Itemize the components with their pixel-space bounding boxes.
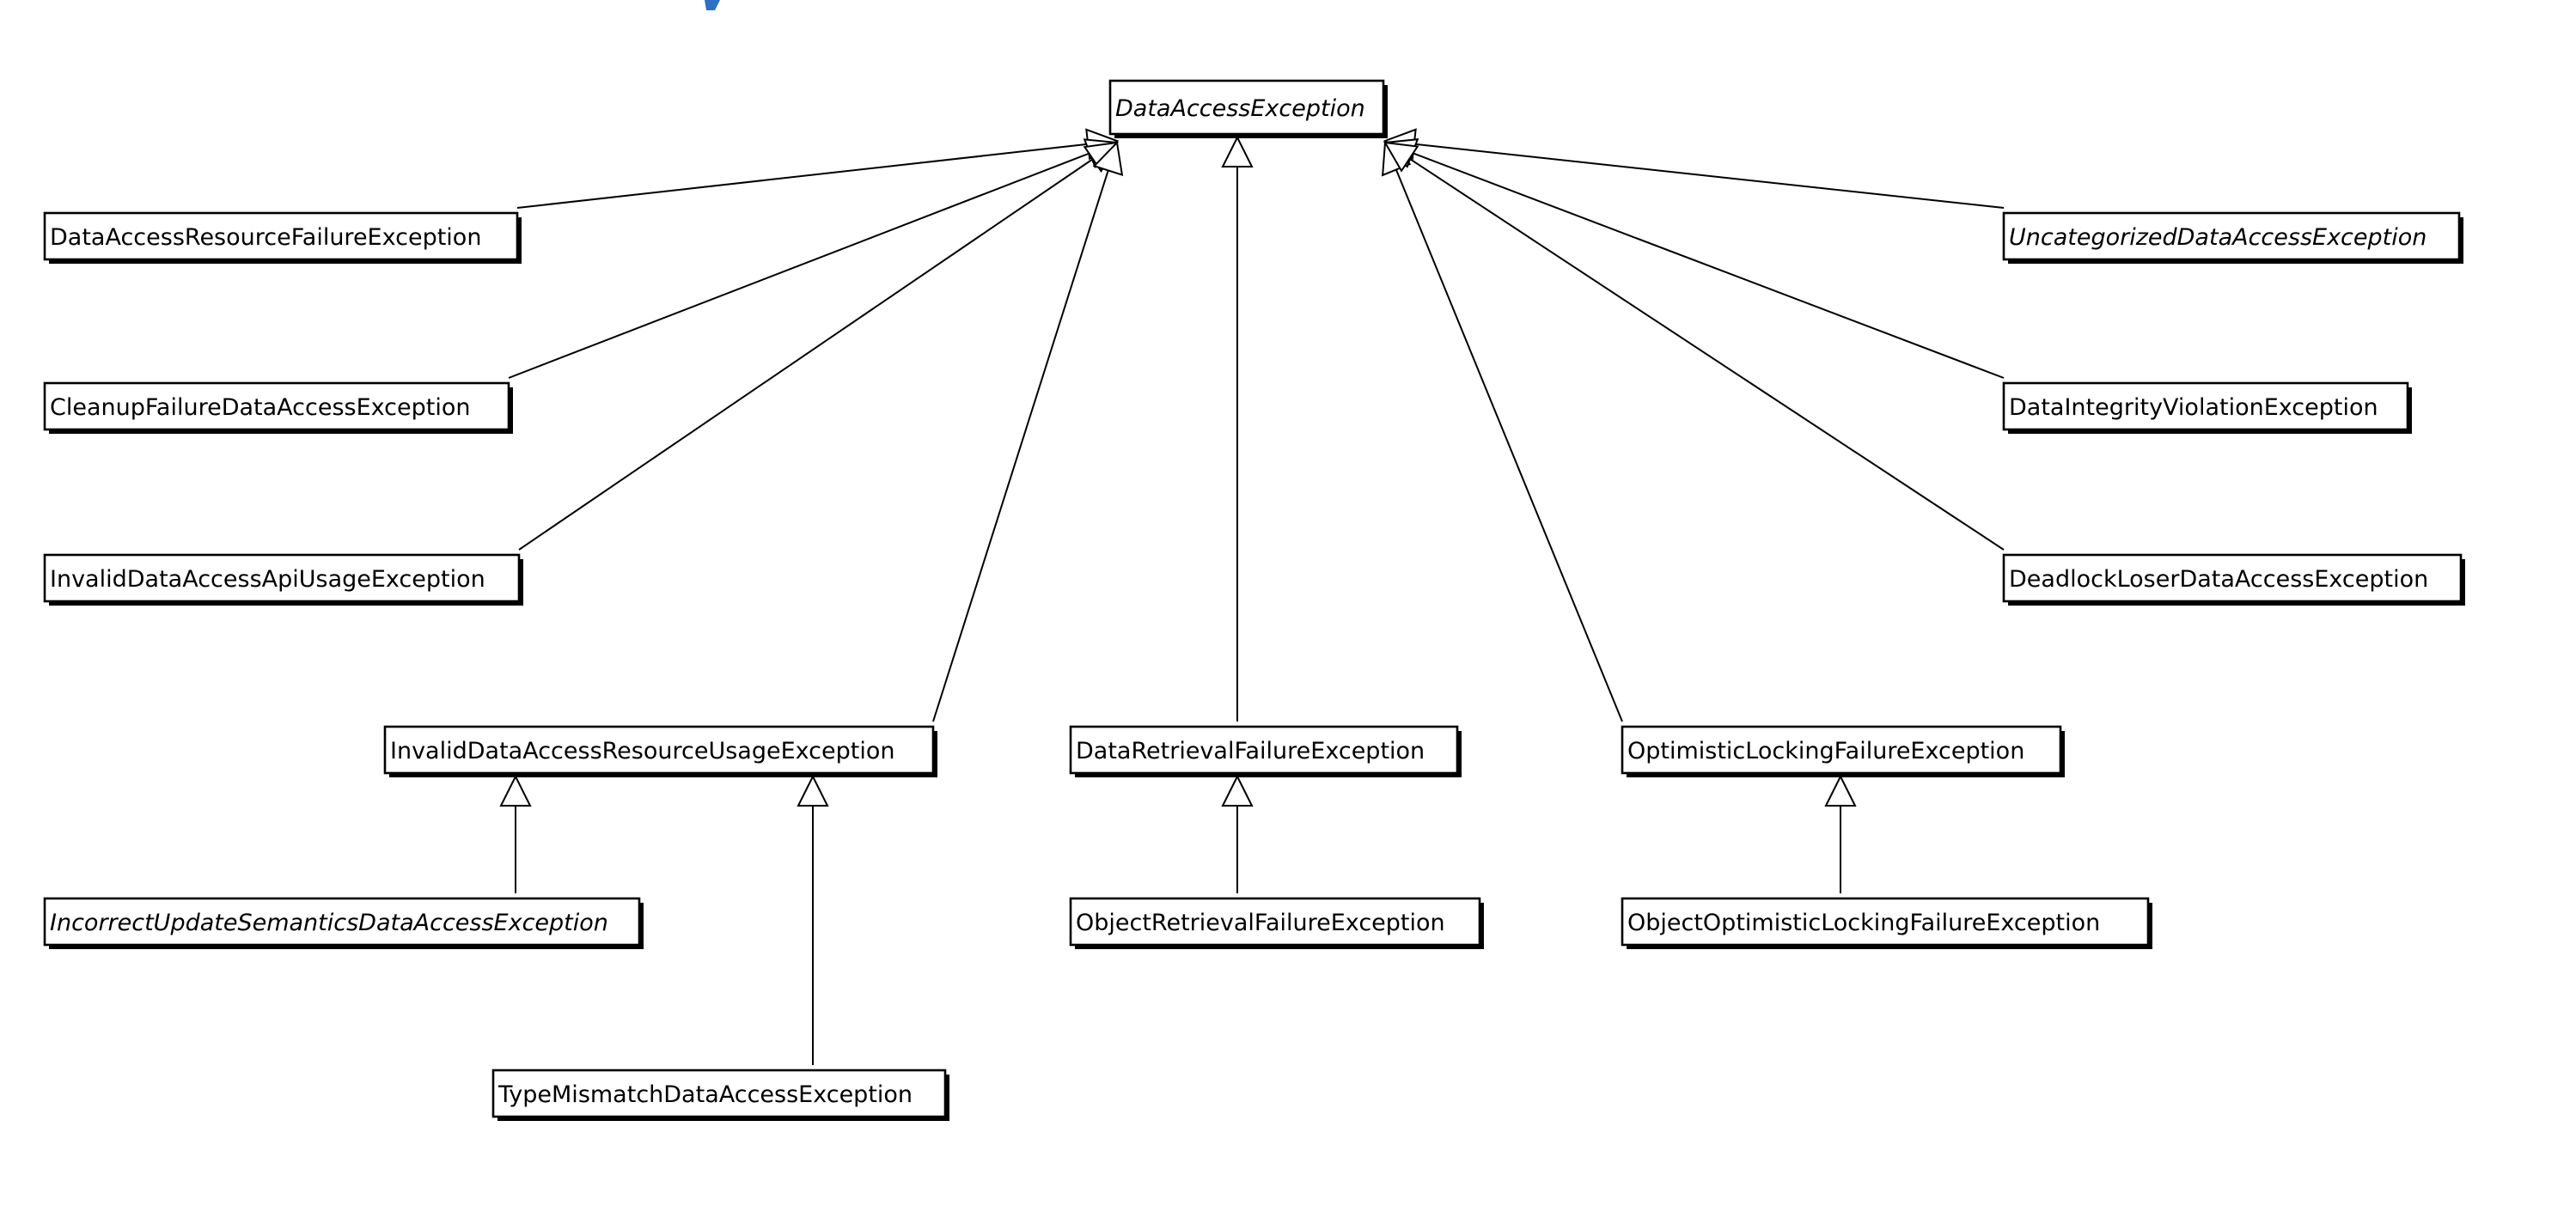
edge-object-optimistic-to-optimistic-locking xyxy=(1824,774,1857,893)
class-name-label: DeadlockLoserDataAccessException xyxy=(2009,566,2428,593)
class-name-label: DataAccessResourceFailureException xyxy=(50,224,481,251)
inheritance-line xyxy=(932,170,1109,722)
cropped-accent-mark xyxy=(705,0,720,10)
class-box-frame xyxy=(1108,79,1385,136)
class-box-frame xyxy=(43,381,510,431)
inheritance-line xyxy=(1413,143,2005,209)
class-box-object-optimistic[interactable]: ObjectOptimisticLockingFailureException xyxy=(1621,897,2152,949)
class-box-frame xyxy=(491,1069,947,1118)
inheritance-line xyxy=(1395,169,1623,722)
edge-uncategorized-to-root xyxy=(1383,128,2005,209)
edge-deadlock-loser-to-root xyxy=(1383,141,2005,551)
inheritance-line xyxy=(518,158,1094,551)
class-name-label: ObjectOptimisticLockingFailureException xyxy=(1627,910,2100,936)
class-name-label: UncategorizedDataAccessException xyxy=(2009,224,2426,251)
generalization-arrowhead xyxy=(1221,774,1254,807)
inheritance-edges xyxy=(499,128,2005,1065)
class-box-frame xyxy=(383,725,935,775)
class-box-root[interactable]: DataAccessException xyxy=(1108,79,1388,138)
class-box-frame xyxy=(1069,897,1481,947)
class-name-label: InvalidDataAccessResourceUsageException xyxy=(390,738,894,764)
edge-resource-failure-to-root xyxy=(516,128,1120,209)
class-box-frame xyxy=(1621,897,2150,947)
generalization-arrowhead xyxy=(1092,140,1124,176)
class-box-uncategorized[interactable]: UncategorizedDataAccessException xyxy=(2002,211,2463,264)
class-box-invalid-api-usage[interactable]: InvalidDataAccessApiUsageException xyxy=(43,553,523,606)
class-box-cleanup-failure[interactable]: CleanupFailureDataAccessException xyxy=(43,381,513,434)
generalization-arrowhead xyxy=(1221,135,1254,167)
class-box-frame xyxy=(2002,381,2409,431)
class-box-frame xyxy=(43,553,521,603)
generalization-arrowhead xyxy=(499,774,532,807)
class-boxes: DataAccessExceptionDataAccessResourceFai… xyxy=(43,79,2465,1121)
edge-type-mismatch-to-invalid-resource-usage xyxy=(797,774,829,1065)
generalization-arrowhead xyxy=(797,774,829,807)
inheritance-line xyxy=(1412,152,2005,379)
edge-optimistic-locking-to-root xyxy=(1382,140,1623,722)
class-name-label: DataAccessException xyxy=(1115,95,1365,122)
class-name-label: DataIntegrityViolationException xyxy=(2009,394,2378,421)
class-box-frame xyxy=(43,211,519,261)
class-box-frame xyxy=(2002,553,2463,603)
edge-invalid-resource-usage-to-root xyxy=(932,140,1124,722)
edge-retrieval-failure-to-root xyxy=(1221,135,1254,722)
class-box-frame xyxy=(1621,725,2062,775)
class-box-deadlock-loser[interactable]: DeadlockLoserDataAccessException xyxy=(2002,553,2465,606)
inheritance-line xyxy=(508,152,1090,379)
class-box-frame xyxy=(43,897,641,947)
class-name-label: IncorrectUpdateSemanticsDataAccessExcept… xyxy=(50,910,608,936)
class-box-frame xyxy=(2002,211,2461,261)
inheritance-line xyxy=(1408,157,2005,551)
class-name-label: ObjectRetrievalFailureException xyxy=(1076,910,1445,936)
class-box-type-mismatch[interactable]: TypeMismatchDataAccessException xyxy=(491,1069,949,1121)
class-box-optimistic-locking[interactable]: OptimisticLockingFailureException xyxy=(1621,725,2065,777)
class-name-label: TypeMismatchDataAccessException xyxy=(497,1081,913,1108)
class-name-label: DataRetrievalFailureException xyxy=(1076,738,1425,764)
class-box-object-retrieval[interactable]: ObjectRetrievalFailureException xyxy=(1069,897,1484,949)
class-box-resource-failure[interactable]: DataAccessResourceFailureException xyxy=(43,211,522,264)
generalization-arrowhead xyxy=(1824,774,1857,807)
class-box-frame xyxy=(1069,725,1459,775)
class-name-label: CleanupFailureDataAccessException xyxy=(50,394,470,421)
generalization-arrowhead xyxy=(1383,141,1419,173)
class-box-incorrect-update[interactable]: IncorrectUpdateSemanticsDataAccessExcept… xyxy=(43,897,644,949)
edge-incorrect-update-to-invalid-resource-usage xyxy=(499,774,532,893)
class-box-integrity-violation[interactable]: DataIntegrityViolationException xyxy=(2002,381,2412,434)
class-box-invalid-resource-usage[interactable]: InvalidDataAccessResourceUsageException xyxy=(383,725,937,777)
class-name-label: OptimisticLockingFailureException xyxy=(1627,738,2024,764)
edge-invalid-api-usage-to-root xyxy=(518,141,1119,551)
inheritance-line xyxy=(516,143,1089,209)
edge-object-retrieval-to-retrieval-failure xyxy=(1221,774,1254,893)
class-name-label: InvalidDataAccessApiUsageException xyxy=(50,566,485,593)
class-box-retrieval-failure[interactable]: DataRetrievalFailureException xyxy=(1069,725,1462,777)
